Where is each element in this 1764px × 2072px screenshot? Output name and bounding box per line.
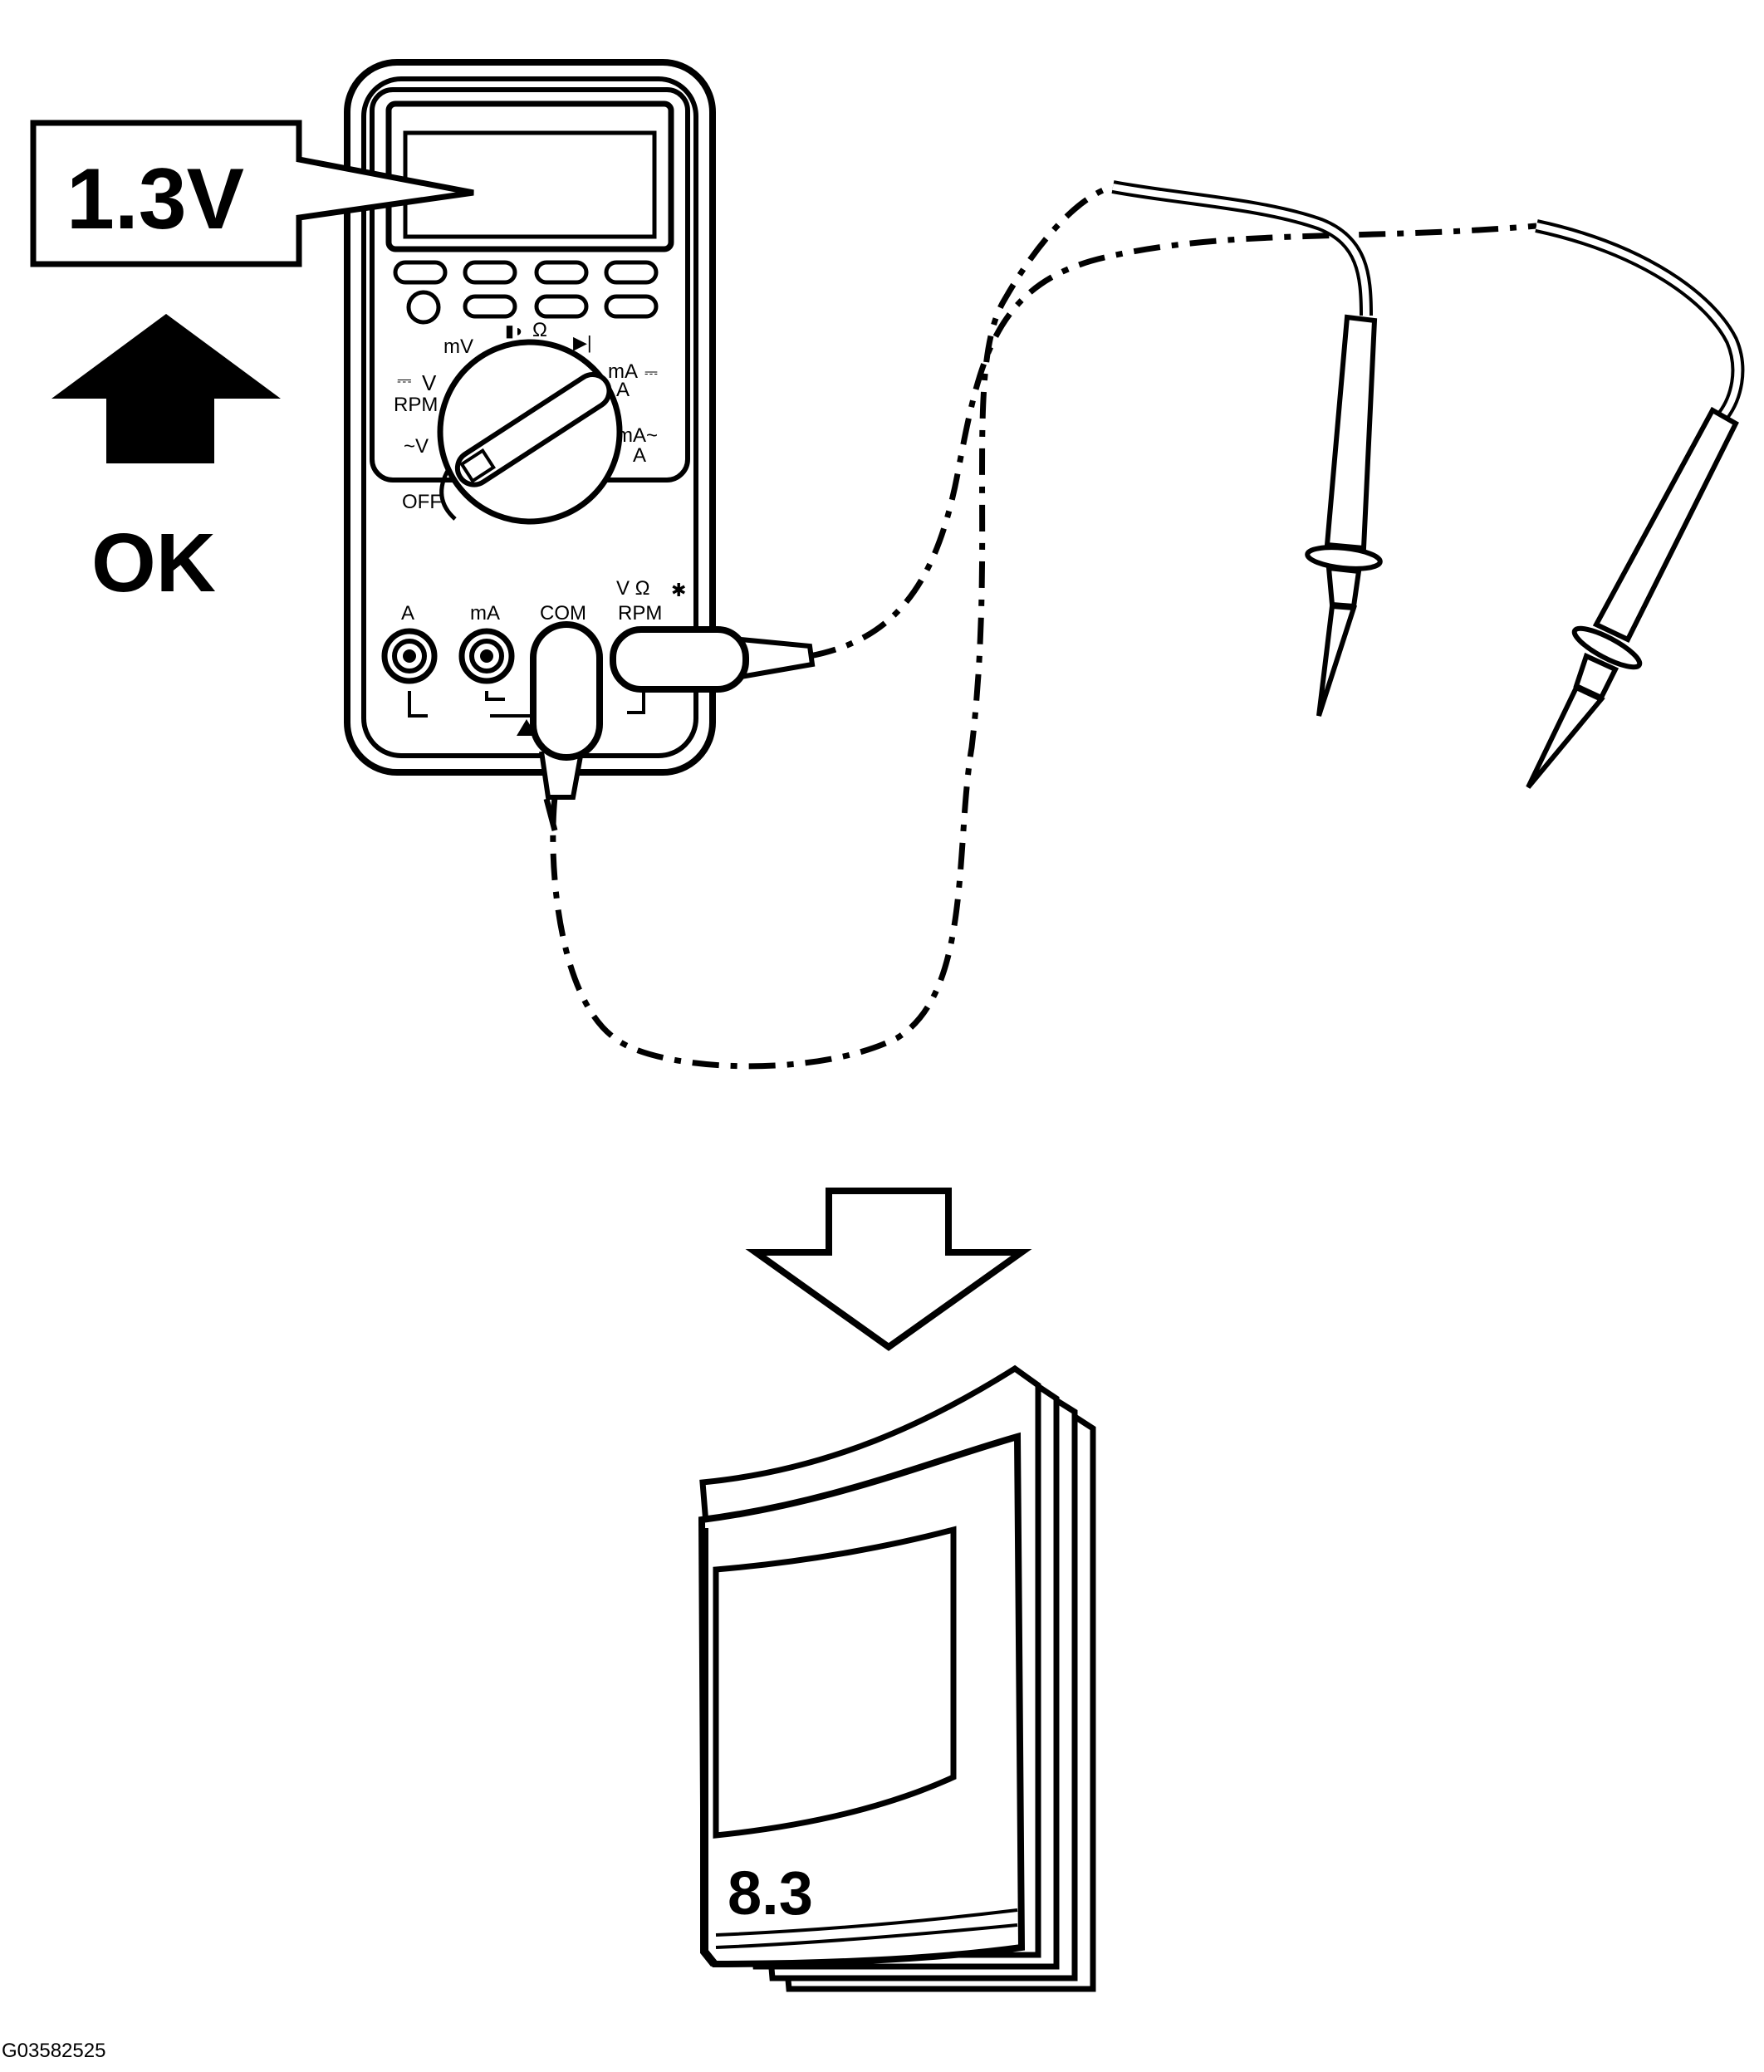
dial-label-dcv-symbol: ⎓ — [397, 370, 412, 390]
dial-label-a-ac: A — [633, 444, 646, 467]
button-row — [393, 260, 659, 325]
jack-label-v-ohm: V Ω — [616, 577, 650, 600]
v-ohm-plug — [610, 626, 749, 693]
voltage-reading: 1.3V — [66, 151, 244, 247]
meter-button[interactable] — [534, 260, 589, 285]
down-arrow-icon — [745, 1188, 1032, 1351]
dial-label-ma-dc: mA — [608, 360, 638, 383]
dial-label-ma-ac: mA~ — [616, 424, 658, 447]
meter-button[interactable] — [534, 294, 589, 319]
speaker-icon: ▮◗ — [505, 322, 524, 340]
manual-cover — [698, 1432, 1026, 1968]
meter-button[interactable] — [463, 294, 517, 319]
dial-label-acv: ~V — [404, 435, 429, 458]
jack-label-com: COM — [540, 602, 586, 625]
dial-label-mv: mV — [443, 336, 473, 358]
meter-button[interactable] — [604, 260, 659, 285]
dc-symbol: ⎓ — [644, 364, 658, 382]
up-arrow-icon — [51, 314, 281, 463]
dial-label-ohm: Ω — [532, 319, 547, 341]
manual-booklet: 8.3 — [698, 1364, 1096, 1992]
rotary-dial[interactable] — [437, 339, 623, 525]
probe-black — [1111, 180, 1383, 717]
com-lead — [539, 184, 1114, 1070]
dial-label-dcv: V — [422, 370, 437, 395]
jack-a[interactable] — [381, 628, 438, 684]
dial-label-a-dc: A — [616, 379, 630, 401]
v-ohm-lead — [738, 223, 1537, 680]
dial-pointer — [454, 371, 612, 487]
manual-section: 8.3 — [728, 1859, 813, 1927]
reading-callout: 1.3V — [30, 120, 474, 267]
lcd-display — [385, 100, 674, 252]
probe-red — [1526, 219, 1745, 789]
jack-label-ma: mA — [470, 602, 500, 625]
jack-ma[interactable] — [458, 628, 515, 684]
manual-cover-window — [713, 1526, 957, 1839]
meter-button[interactable] — [463, 260, 517, 285]
meter-round-button[interactable] — [406, 290, 441, 325]
dial-label-dcv-rpm: RPM — [394, 394, 438, 416]
figure-code: G03582525 — [2, 2040, 105, 2062]
ok-label: OK — [91, 517, 216, 610]
meter-button[interactable] — [604, 294, 659, 319]
jack-label-a: A — [401, 602, 414, 625]
ok-indicator: OK — [51, 314, 281, 610]
dial-label-off: OFF — [402, 491, 442, 513]
multimeter-inner-frame — [361, 76, 698, 758]
diode-icon: ✱ — [671, 580, 686, 600]
multimeter: ⎓ V RPM mV ▮◗ Ω ▶| mA ⎓ A mA~ A ~V OFF A… — [344, 59, 716, 776]
com-plug — [530, 621, 603, 761]
jack-label-rpm: RPM — [618, 602, 662, 625]
diode-icon: ▶| — [573, 332, 592, 353]
meter-button[interactable] — [393, 260, 448, 285]
off-marker — [439, 468, 457, 521]
